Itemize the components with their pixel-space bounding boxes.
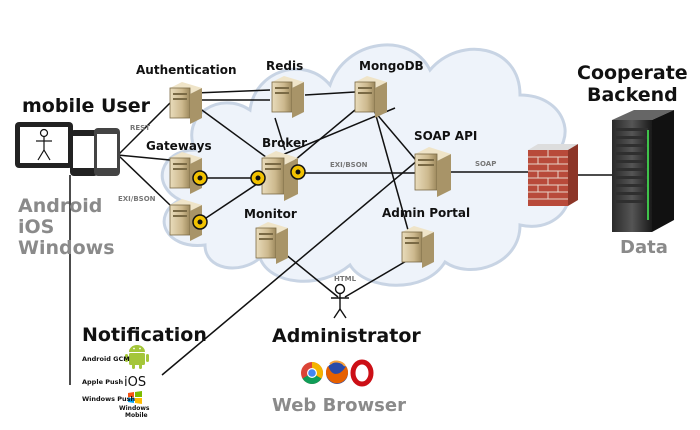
web-browser-label: Web Browser [272, 395, 406, 416]
node-label-authentication: Authentication [136, 63, 237, 77]
windows-logo-icon [128, 391, 142, 404]
server-gateway-1 [169, 152, 202, 194]
connector-icons [192, 164, 306, 230]
windows-mobile-logo-line2: Mobile [125, 412, 148, 419]
protocol-label-html: HTML [334, 275, 357, 283]
backend-title-line1: Cooperate [577, 62, 688, 84]
node-label-mongodb: MongoDB [359, 59, 424, 73]
mobile-user-label: mobile User [22, 95, 151, 117]
server-redis [271, 76, 304, 118]
firewall-icon [528, 144, 578, 206]
android-robot-icon [125, 345, 149, 369]
notification-title: Notification [82, 324, 207, 346]
protocol-label-exi-bson-broker: EXI/BSON [330, 161, 368, 169]
platform-windows: Windows [18, 237, 115, 259]
node-label-broker: Broker [262, 136, 307, 150]
node-label-soap-api: SOAP API [414, 129, 477, 143]
windows-mobile-logo-line1: Windows [119, 405, 150, 412]
notification-item-windows-push: Windows Push [82, 395, 136, 403]
node-label-monitor: Monitor [244, 207, 297, 221]
notification-item-android-gcm: Android GCM [82, 355, 130, 363]
administrator-label: Administrator [272, 325, 421, 347]
server-authentication [169, 82, 202, 124]
server-rack-icon [612, 110, 674, 232]
node-label-gateways: Gateways [146, 139, 212, 153]
ios-logo-text: iOS [124, 375, 146, 390]
server-gateway-2 [169, 199, 202, 241]
backend-title-line2: Backend [587, 84, 678, 106]
platform-android: Android [18, 195, 102, 217]
opera-logo-icon [350, 359, 374, 387]
firefox-logo-icon [326, 360, 348, 384]
platform-ios: iOS [18, 216, 54, 238]
node-label-admin-portal: Admin Portal [382, 206, 470, 220]
protocol-label-exi-bson-gateways: EXI/BSON [118, 195, 156, 203]
node-label-redis: Redis [266, 59, 303, 73]
mobile-devices-icon [15, 122, 120, 176]
administrator-figure-icon [331, 283, 349, 319]
server-soap-api [414, 147, 451, 197]
chrome-logo-icon [301, 362, 323, 384]
server-admin-portal [401, 226, 434, 268]
protocol-label-soap: SOAP [475, 160, 496, 168]
server-monitor [255, 222, 288, 264]
protocol-label-rest: REST [130, 124, 150, 132]
notification-item-apple-push: Apple Push [82, 378, 123, 386]
connection-lines [69, 89, 615, 385]
backend-data-label: Data [620, 237, 668, 258]
server-mongodb [354, 76, 387, 118]
